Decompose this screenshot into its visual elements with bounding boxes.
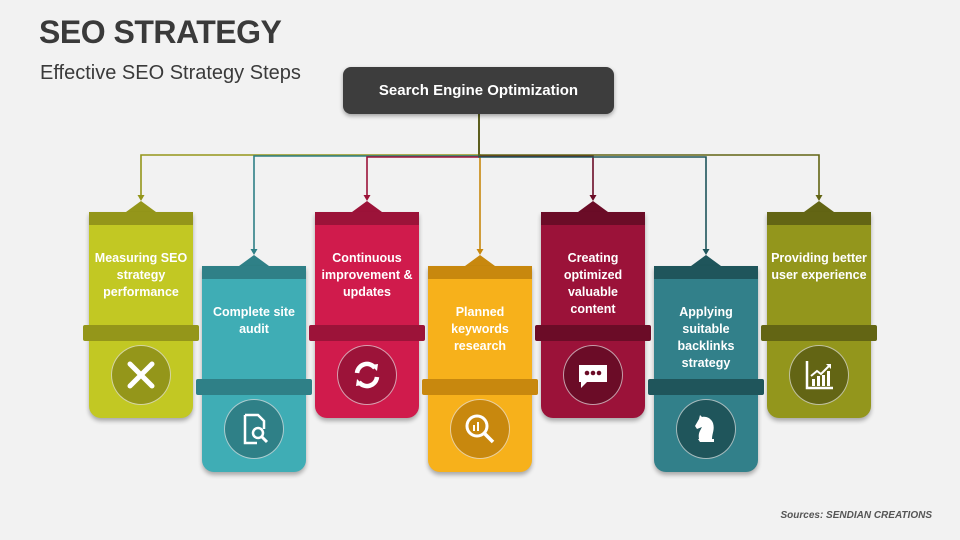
icon-circle: [224, 399, 284, 459]
card-pointer: [691, 255, 721, 266]
card-pointer: [465, 255, 495, 266]
growth-chart-icon: [805, 361, 833, 390]
icon-circle: [676, 399, 736, 459]
card-header: [428, 266, 532, 279]
card-band: [535, 325, 651, 341]
arrow-head: [476, 249, 484, 255]
chess-knight-icon: [695, 415, 714, 442]
card-pointer: [804, 201, 834, 212]
arrow-head: [363, 195, 371, 201]
connector-line: [478, 114, 820, 198]
step-label: Continuous improvement & updates: [321, 251, 413, 299]
icon-circle: [337, 345, 397, 405]
step-label: Providing better user experience: [771, 251, 867, 282]
arrow-head: [702, 249, 710, 255]
magnifier-chart-icon: [465, 414, 495, 444]
step-label: Measuring SEO strategy performance: [94, 251, 188, 299]
step-label: Creating optimized valuable content: [563, 251, 623, 316]
card-band: [309, 325, 425, 341]
refresh-icon: [354, 361, 380, 389]
icon-circle: [450, 399, 510, 459]
card-band: [761, 325, 877, 341]
page-title: SEO STRATEGY: [39, 14, 282, 50]
card-header: [541, 212, 645, 225]
step-label: Planned keywords research: [451, 305, 509, 353]
card-pointer: [239, 255, 269, 266]
arrow-head: [250, 249, 258, 255]
card-band: [83, 325, 199, 341]
card-header: [767, 212, 871, 225]
source-note: Sources: SENDIAN CREATIONS: [780, 510, 932, 521]
card-pointer: [352, 201, 382, 212]
card-header: [654, 266, 758, 279]
card-band: [422, 379, 538, 395]
root-node: Search Engine Optimization: [343, 67, 614, 114]
card-header: [89, 212, 193, 225]
ruler-pencil-icon: [127, 361, 155, 389]
card-band: [648, 379, 764, 395]
arrow-head: [137, 195, 145, 201]
chat-bubble-icon: [579, 365, 607, 388]
icon-circle: [563, 345, 623, 405]
icon-circle: [111, 345, 171, 405]
arrow-head: [589, 195, 597, 201]
icon-circle: [789, 345, 849, 405]
document-search-icon: [243, 413, 269, 445]
card-header: [202, 266, 306, 279]
card-pointer: [126, 201, 156, 212]
page-subtitle: Effective SEO Strategy Steps: [40, 62, 301, 84]
arrow-head: [815, 195, 823, 201]
card-header: [315, 212, 419, 225]
root-label: Search Engine Optimization: [378, 82, 579, 99]
connector-line: [478, 114, 594, 198]
card-band: [196, 379, 312, 395]
step-label: Complete site audit: [213, 305, 295, 336]
step-label: Applying suitable backlinks strategy: [677, 305, 735, 370]
card-pointer: [578, 201, 608, 212]
